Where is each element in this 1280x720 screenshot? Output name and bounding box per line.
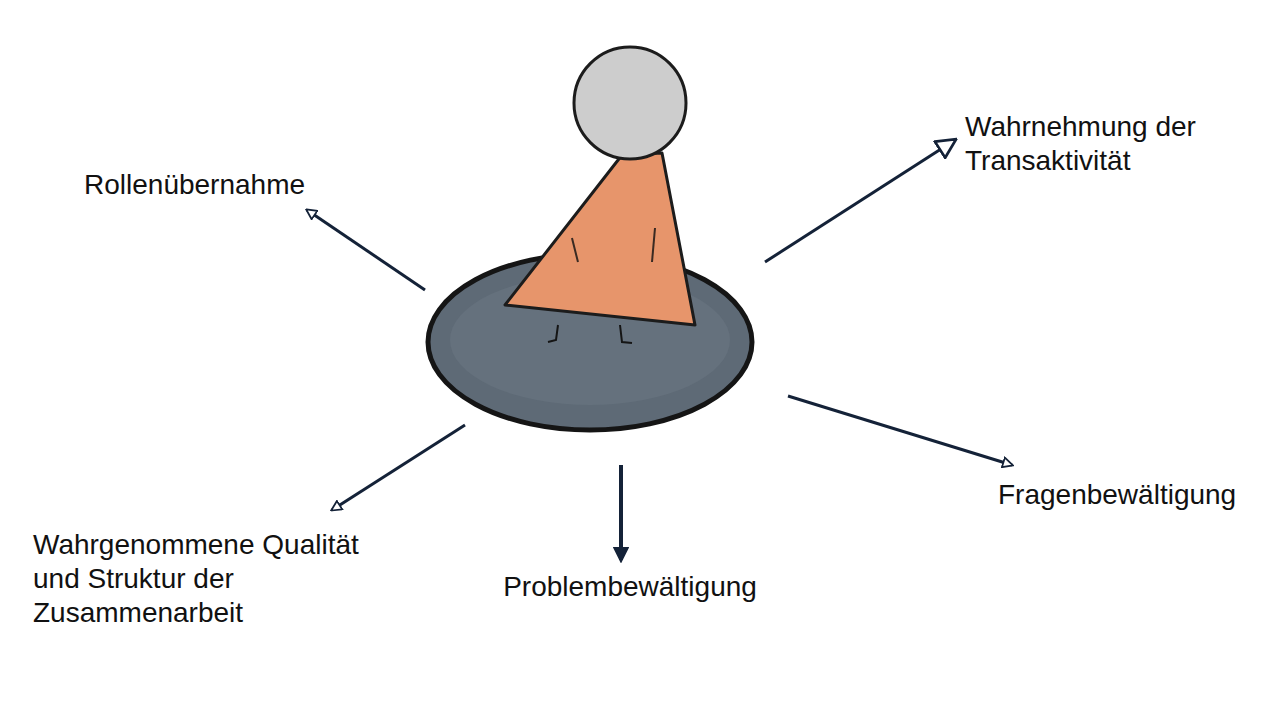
outcome-label: Wahrnehmung der Transaktivität [965,110,1235,178]
leader-arrow [332,425,465,510]
figure-body [505,153,695,325]
leader-arrow [788,396,1012,465]
leader-arrow [307,210,425,290]
leg-mark [548,325,558,342]
outcome-label: Fragenbewältigung [998,478,1268,512]
arm-mark [572,238,578,262]
leader-arrow [619,465,623,560]
leader-arrow [765,140,955,262]
outcome-label: Wahrgenommene Qualität und Struktur der … [33,528,403,630]
figure-head [574,47,686,159]
outcome-label: Problembewältigung [470,570,790,604]
outcome-label: Rollenübernahme [84,168,384,202]
arm-mark [652,228,655,262]
leg-mark [620,325,632,343]
